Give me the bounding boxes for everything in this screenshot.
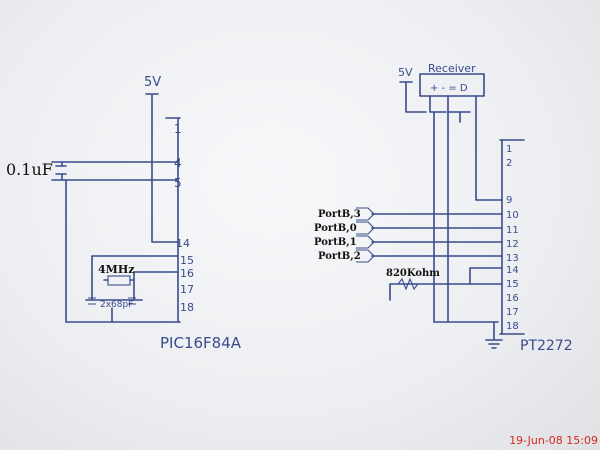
pic-supply-label: 5V: [144, 75, 161, 90]
pt-pin-14: 14: [506, 265, 519, 276]
pt-pin-18: 18: [506, 321, 519, 332]
pic-pin-1: 1: [174, 122, 182, 136]
receiver-label: Receiver: [428, 62, 476, 75]
pt-pin-13: 13: [506, 253, 519, 264]
photo-timestamp: 19-Jun-08 15:09: [509, 434, 598, 447]
receiver-plus-wire: [429, 95, 447, 113]
pt-pin-12: 12: [506, 239, 519, 250]
receiver-pins: + - = D: [430, 83, 468, 94]
osc-resistor-label: 820Kohm: [386, 268, 440, 279]
pt-supply-wire: [405, 81, 427, 113]
pt2272-chip: Receiver + - = D 5V 1 2 9 10 11 12 13 14…: [356, 62, 573, 354]
pt-pin-11: 11: [506, 225, 519, 236]
pt-chip-name: PT2272: [520, 338, 573, 354]
crystal-symbol: [107, 275, 131, 286]
capacitor-label: 0.1uF: [6, 160, 53, 179]
pic-pin-14: 14: [176, 237, 190, 250]
pic-pin-5: 5: [174, 176, 182, 190]
pt-pin-16: 16: [506, 293, 519, 304]
crystal-label: 4MHz: [98, 263, 134, 276]
pt-pin-15: 15: [506, 279, 519, 290]
port-label-b2: PortB,2: [318, 251, 361, 262]
pic-ground-loop: [65, 179, 167, 323]
receiver-data-wire: [475, 95, 503, 201]
load-caps-symbol: [88, 297, 136, 305]
pt-pin-1: 1: [506, 144, 512, 155]
port-connector-arrows: [356, 207, 375, 263]
pic-chip: 5V 1 4 5 14 15 16 17 18 0.1uF 4MHz 2x68p…: [6, 75, 242, 352]
port-label-b3: PortB,3: [318, 209, 361, 220]
pic-pin-17: 17: [180, 283, 194, 296]
pt-pin-2: 2: [506, 158, 512, 169]
pic-pin-15: 15: [180, 254, 194, 267]
port-label-b0: PortB,0: [314, 223, 357, 234]
load-caps-label: 2x68pF: [100, 300, 133, 310]
ground-icon: [485, 339, 503, 349]
pt-vdd-rail: [433, 111, 499, 323]
pic-pin-18: 18: [180, 301, 194, 314]
receiver-ground-top: [447, 95, 471, 113]
pt-supply-label: 5V: [398, 66, 413, 79]
pic-pin-4: 4: [174, 156, 182, 170]
receiver-module: [419, 73, 485, 97]
pt-pin-9: 9: [506, 195, 512, 206]
pt-pin-10: 10: [506, 210, 519, 221]
pic-supply-wire: [151, 93, 179, 243]
pic-pin-16: 16: [180, 267, 194, 280]
port-label-b1: PortB,1: [314, 237, 357, 248]
pic-chip-name: PIC16F84A: [160, 334, 242, 352]
osc-resistor-symbol: [397, 277, 419, 291]
capacitor-symbol: [55, 165, 67, 175]
pt-pin-17: 17: [506, 307, 519, 318]
